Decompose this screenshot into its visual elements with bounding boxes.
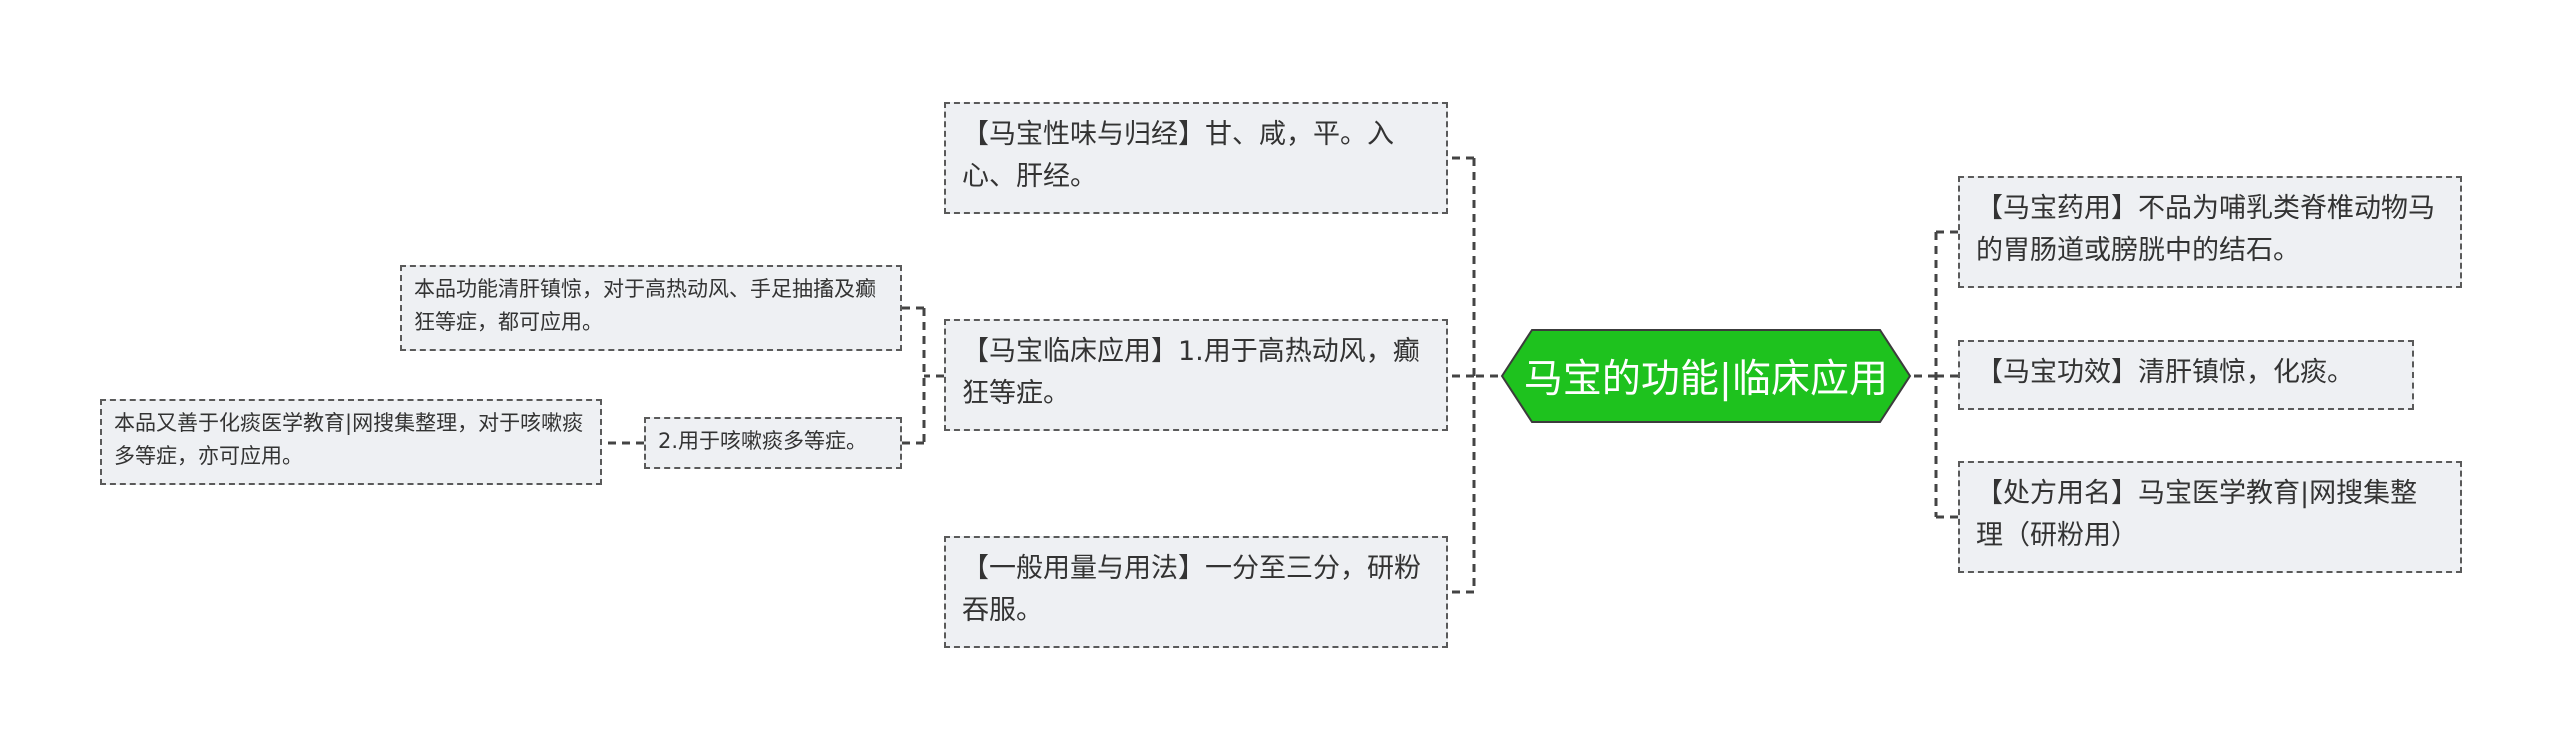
topic-medicinal-source[interactable]: 【马宝药用】不品为哺乳类脊椎动物马的胃肠道或膀胱中的结石。 [1958, 176, 2462, 288]
topic-label: 【处方用名】马宝医学教育|网搜集整理（研粉用） [1976, 478, 2418, 551]
subtopic-label: 本品又善于化痰医学教育|网搜集整理，对于咳嗽痰多等症，亦可应用。 [114, 411, 584, 468]
topic-nature-meridian[interactable]: 【马宝性味与归经】甘、咸，平。入心、肝经。 [944, 102, 1448, 214]
topic-label: 【马宝功效】清肝镇惊，化痰。 [1976, 357, 2354, 388]
central-topic-label: 马宝的功能|临床应用 [1523, 357, 1889, 402]
central-topic-hexagon [1500, 329, 1912, 423]
topic-label: 【马宝临床应用】1.用于高热动风，癫狂等症。 [962, 336, 1420, 409]
topic-label: 【一般用量与用法】一分至三分，研粉吞服。 [962, 553, 1421, 626]
subtopic-label: 2.用于咳嗽痰多等症。 [658, 429, 868, 453]
topic-efficacy[interactable]: 【马宝功效】清肝镇惊，化痰。 [1958, 340, 2414, 410]
topic-label: 【马宝药用】不品为哺乳类脊椎动物马的胃肠道或膀胱中的结石。 [1976, 193, 2435, 266]
topic-clinical-use[interactable]: 【马宝临床应用】1.用于高热动风，癫狂等症。 [944, 319, 1448, 431]
central-topic[interactable]: 马宝的功能|临床应用 [1498, 326, 1914, 426]
topic-prescription-name[interactable]: 【处方用名】马宝医学教育|网搜集整理（研粉用） [1958, 461, 2462, 573]
topic-dosage-usage[interactable]: 【一般用量与用法】一分至三分，研粉吞服。 [944, 536, 1448, 648]
subtopic-liver-calming[interactable]: 本品功能清肝镇惊，对于高热动风、手足抽搐及癫狂等症，都可应用。 [400, 265, 902, 351]
subtopic-cough-phlegm[interactable]: 2.用于咳嗽痰多等症。 [644, 417, 902, 469]
subtopic-label: 本品功能清肝镇惊，对于高热动风、手足抽搐及癫狂等症，都可应用。 [414, 277, 876, 334]
subtopic-phlegm-resolving[interactable]: 本品又善于化痰医学教育|网搜集整理，对于咳嗽痰多等症，亦可应用。 [100, 399, 602, 485]
topic-label: 【马宝性味与归经】甘、咸，平。入心、肝经。 [962, 119, 1394, 192]
